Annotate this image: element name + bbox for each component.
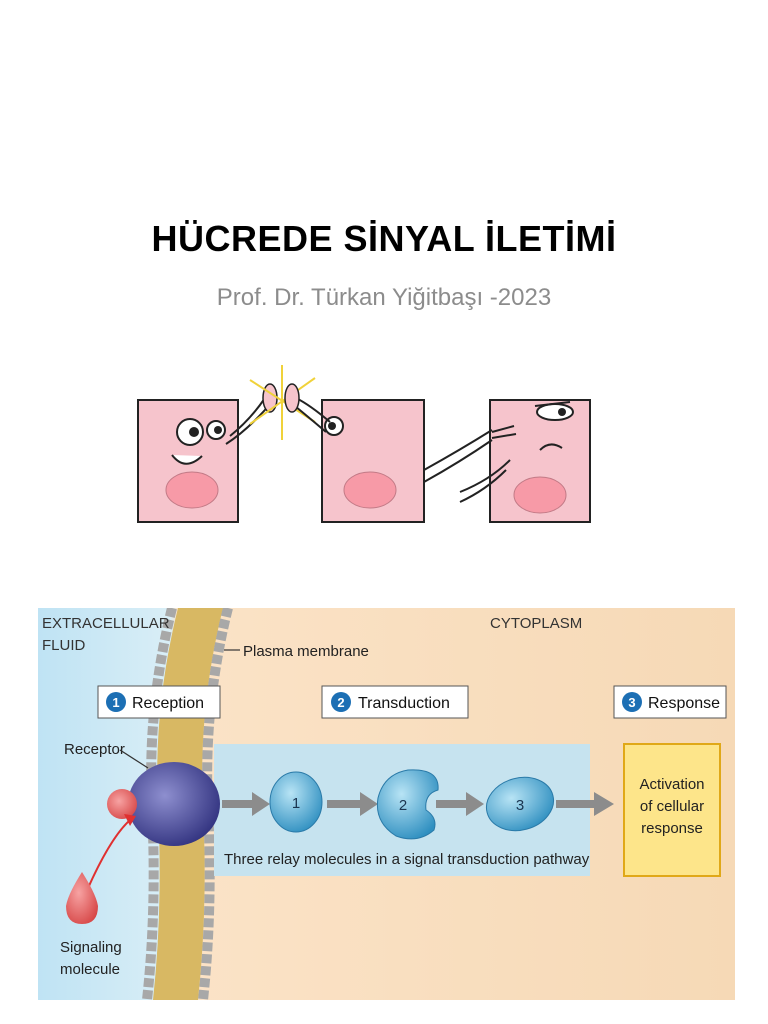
- signal-transduction-diagram: EXTRACELLULAR FLUID CYTOPLASM Plasma mem…: [38, 608, 735, 1000]
- signaling-label-1: Signaling: [60, 939, 122, 956]
- stage-number: 2: [337, 695, 344, 710]
- pathway-caption: Three relay molecules in a signal transd…: [224, 851, 590, 868]
- stage-number: 1: [112, 695, 119, 710]
- stage-number: 3: [628, 695, 635, 710]
- slide-subtitle: Prof. Dr. Türkan Yiğitbaşı -2023: [216, 284, 552, 311]
- receptor-label-leader: [119, 749, 149, 769]
- relay-number: 1: [292, 795, 300, 812]
- cartoon-cell-middle: [284, 383, 425, 523]
- response-line-2: of cellular: [640, 798, 704, 815]
- receptor-protein: [128, 762, 220, 846]
- receptor-label: Receptor: [64, 741, 125, 758]
- membrane-label: Plasma membrane: [243, 643, 369, 660]
- response-box: [623, 743, 721, 877]
- free-signaling-molecule: [66, 872, 98, 924]
- response-line-1: Activation: [639, 776, 704, 793]
- stage-response: 3 Response: [613, 685, 727, 719]
- slide-title: HÜCREDE SİNYAL İLETİMİ: [151, 218, 617, 259]
- relay-molecule-3: 3: [485, 776, 555, 832]
- cartoon-cell-right: [423, 399, 591, 523]
- relay-number: 2: [399, 797, 407, 814]
- stage-label: Transduction: [358, 695, 450, 712]
- region-label-cytoplasm: CYTOPLASM: [490, 615, 582, 632]
- binding-arrow-head: [124, 814, 136, 826]
- stage-label: Response: [648, 695, 720, 712]
- signaling-label-2: molecule: [60, 961, 120, 978]
- relay-number: 3: [516, 797, 524, 814]
- pathway-arrows: [222, 792, 614, 816]
- bound-signaling-molecule: [107, 789, 137, 819]
- stage-transduction: 2 Transduction: [321, 685, 469, 719]
- cartoon-cell-left: [137, 383, 278, 523]
- region-label-fluid: FLUID: [42, 637, 86, 654]
- stage-reception: 1 Reception: [97, 685, 221, 719]
- cell-communication-cartoon: [137, 365, 591, 523]
- relay-molecule-2: 2: [376, 769, 439, 840]
- stage-label: Reception: [132, 695, 204, 712]
- relay-molecule-1: 1: [269, 771, 323, 833]
- response-line-3: response: [641, 820, 703, 837]
- region-label-extracellular: EXTRACELLULAR: [42, 615, 170, 632]
